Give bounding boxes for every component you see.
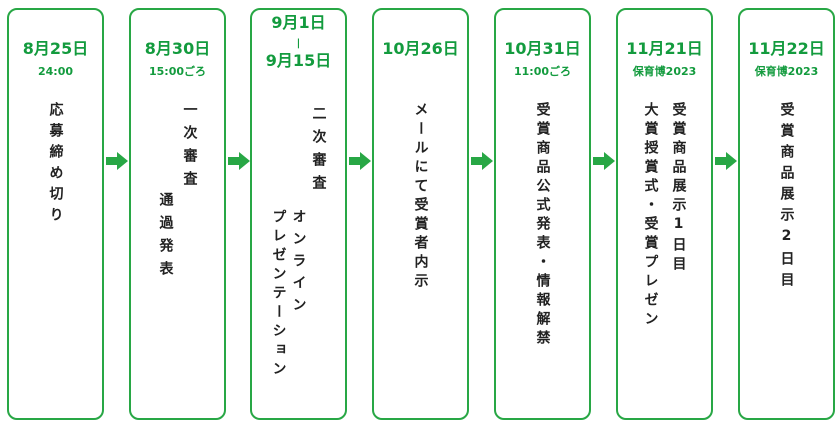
step-text: 応募締め切り — [47, 102, 64, 228]
step-date: 8月30日 — [144, 39, 211, 58]
step-card-4: 10月26日 メールにて受賞者内示 — [372, 8, 469, 420]
step-date: 10月31日 — [504, 39, 581, 58]
step-date-start: 9月1日 — [271, 13, 326, 32]
step-date-end: 9月15日 — [265, 51, 332, 70]
step-time: 11:00ごろ — [513, 65, 571, 78]
arrow-right-icon — [593, 152, 615, 170]
step-body: 受賞商品展示1日目 大賞授賞式・受賞プレゼン — [618, 102, 711, 408]
step-event: 保育博2023 — [754, 65, 819, 78]
step-event: 保育博2023 — [632, 65, 697, 78]
step-text-line-2: 大賞授賞式・受賞プレゼン — [642, 102, 659, 330]
step-date: 11月21日 — [626, 39, 703, 58]
step-text: 受賞商品公式発表・情報解禁 — [534, 102, 551, 349]
arrow-right-icon — [349, 152, 371, 170]
step-date-separator: | — [296, 38, 301, 49]
arrow-right-icon — [106, 152, 128, 170]
arrow-right-icon — [715, 152, 737, 170]
step-card-1: 8月25日 24:00 応募締め切り — [7, 8, 104, 420]
step-text-line-3: プレゼンテーション — [270, 209, 287, 380]
step-text: メールにて受賞者内示 — [412, 102, 429, 292]
step-time: 24:00 — [37, 65, 73, 78]
step-text-line-1: 一次審査 — [181, 102, 198, 194]
step-card-2: 8月30日 15:00ごろ 一次審査 通過発表 — [129, 8, 226, 420]
step-card-6: 11月21日 保育博2023 受賞商品展示1日目 大賞授賞式・受賞プレゼン — [616, 8, 713, 420]
arrow-right-icon — [228, 152, 250, 170]
step-date: 11月22日 — [748, 39, 825, 58]
step-body: メールにて受賞者内示 — [374, 102, 467, 408]
step-time: 15:00ごろ — [148, 65, 206, 78]
step-text-line-2: 通過発表 — [157, 192, 174, 284]
step-text-line-1: 受賞商品展示1日目 — [670, 102, 687, 275]
step-body: 応募締め切り — [9, 102, 102, 408]
step-body: 二次審査 オンライン プレゼンテーション — [252, 106, 345, 408]
step-date: 10月26日 — [382, 39, 459, 58]
arrow-right-icon — [471, 152, 493, 170]
step-body: 受賞商品公式発表・情報解禁 — [496, 102, 589, 408]
step-body: 受賞商品展示2日目 — [740, 102, 833, 408]
step-text-line-2: オンライン — [290, 209, 307, 319]
step-card-5: 10月31日 11:00ごろ 受賞商品公式発表・情報解禁 — [494, 8, 591, 420]
step-date: 8月25日 — [22, 39, 89, 58]
step-card-3: 9月1日 | 9月15日 二次審査 オンライン プレゼンテーション — [250, 8, 347, 420]
step-text-line-1: 二次審査 — [310, 106, 327, 198]
step-card-7: 11月22日 保育博2023 受賞商品展示2日目 — [738, 8, 835, 420]
step-text: 受賞商品展示2日目 — [778, 102, 795, 293]
step-body: 一次審査 通過発表 — [131, 102, 224, 408]
